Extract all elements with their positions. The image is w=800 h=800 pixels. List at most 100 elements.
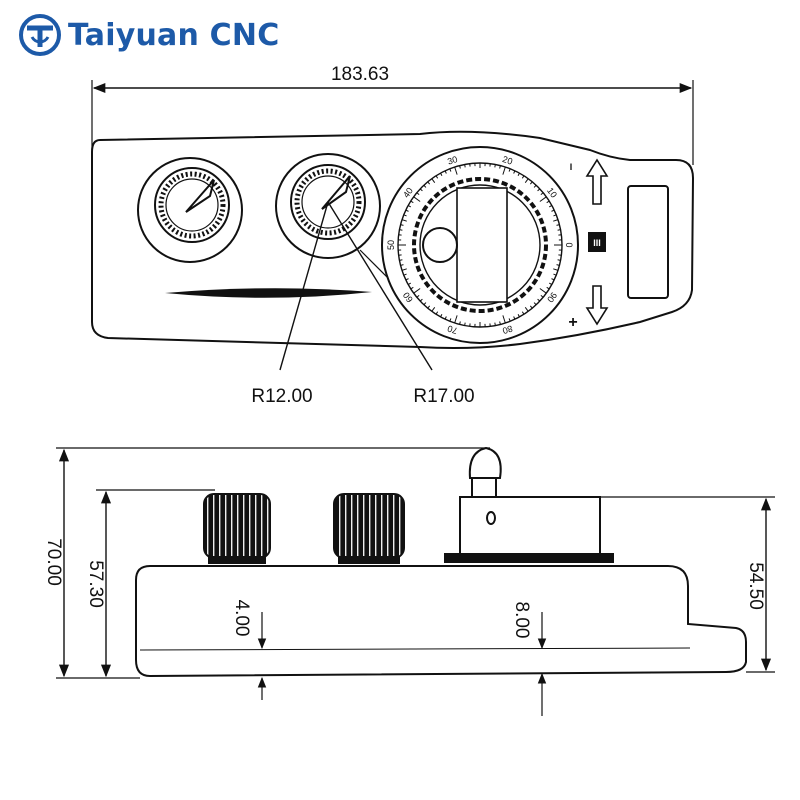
center-mark-block	[588, 232, 606, 252]
left-knob-top	[137, 157, 243, 263]
dial-tick	[435, 175, 439, 179]
dial-tick	[508, 168, 511, 172]
dial-tick	[400, 264, 404, 266]
dial-tick	[557, 229, 561, 231]
dial-tick	[551, 209, 555, 212]
dial-tick	[533, 184, 537, 188]
dial-tick	[449, 318, 452, 322]
dial-tick	[508, 318, 511, 322]
dial-tick	[413, 288, 421, 294]
arrow-down-icon	[585, 285, 609, 326]
dial-tick	[494, 164, 496, 168]
tc-logo-icon	[19, 14, 61, 56]
dial-tick	[416, 294, 420, 298]
body-height-label: 57.30	[85, 560, 106, 608]
body-seam	[139, 647, 691, 651]
dial-tick	[537, 298, 541, 302]
dial-tick	[401, 219, 407, 222]
right-knob-top	[275, 153, 381, 259]
dial-tick	[529, 181, 533, 185]
dial-tick	[405, 278, 409, 281]
dial-tick	[521, 175, 525, 179]
large-gap-label: 8.00	[511, 602, 532, 639]
mark-top: I	[570, 162, 573, 172]
dial-tick	[494, 322, 496, 326]
dial-tick	[557, 259, 561, 261]
left-knob-side	[203, 493, 271, 564]
dial-tick	[454, 166, 458, 175]
brand-header: Taiyuan CNC	[18, 12, 279, 58]
radius-small-leader	[279, 201, 329, 371]
dial-tick	[540, 294, 544, 298]
dial-tick	[540, 192, 544, 196]
dial-number: 40	[401, 186, 415, 200]
dial-tick	[524, 307, 529, 312]
dial-tick	[449, 168, 452, 172]
dial-tick	[556, 224, 560, 226]
dial-tick	[464, 322, 466, 326]
dial-tick	[499, 165, 501, 169]
dial-tick	[440, 313, 443, 318]
dial-tick	[524, 178, 529, 183]
radius-large-label: R17.00	[413, 386, 474, 407]
dial-tick	[502, 315, 506, 324]
dial-tick	[533, 302, 537, 306]
crank-handle-side	[468, 446, 502, 479]
dial-tick	[539, 288, 547, 294]
side-view: 70.00 57.30	[43, 446, 775, 716]
dial-tick	[546, 286, 550, 290]
knob-pointer-icon	[321, 175, 351, 210]
small-gap-label: 4.00	[231, 600, 252, 637]
dial-number: 80	[501, 323, 514, 336]
dial-tick	[419, 298, 423, 302]
dial-tick	[553, 268, 559, 271]
dial-tick	[435, 311, 439, 315]
dial-tick	[553, 219, 559, 222]
brand-name: Taiyuan CNC	[68, 17, 280, 53]
dial-tick	[419, 188, 423, 192]
dial-tick	[548, 282, 553, 285]
dial-tick	[427, 181, 431, 185]
overall-height-label: 70.00	[43, 538, 64, 586]
dial-tick	[416, 192, 420, 196]
dial-tick	[537, 188, 541, 192]
dial-tick	[553, 273, 557, 276]
dial-window	[456, 187, 508, 303]
dial-tick	[423, 302, 427, 306]
radius-small-label: R12.00	[251, 386, 312, 407]
dial-tick	[499, 321, 501, 325]
pendant-body-side	[135, 565, 747, 678]
dial-tick	[400, 224, 404, 226]
dial-tick	[502, 166, 506, 175]
dial-tick	[513, 170, 516, 174]
dial-tick	[464, 164, 466, 168]
dial-tick	[407, 282, 412, 285]
dial-number: 70	[446, 323, 459, 336]
dial-tick	[551, 278, 555, 281]
dial-number: 60	[401, 290, 415, 304]
dial-number: 90	[545, 290, 559, 304]
dial-tick	[459, 165, 461, 169]
mark-center: III	[593, 238, 601, 248]
dial-tick	[410, 200, 414, 204]
dial-tick	[399, 259, 403, 261]
dial-tick	[548, 205, 553, 208]
dial-tick	[405, 209, 409, 212]
dial-tick	[444, 316, 447, 320]
dial-tick	[399, 229, 403, 231]
mark-bottom: +	[568, 314, 577, 331]
radius-large-leader	[327, 201, 433, 371]
dial-tick	[529, 305, 533, 309]
dial-number: 30	[446, 154, 459, 167]
dial-tick	[401, 268, 407, 271]
dial-tick	[454, 315, 458, 324]
dial-tick	[413, 196, 421, 202]
dial-tick	[517, 313, 520, 318]
right-height-label: 54.50	[745, 562, 766, 610]
dial-tick	[431, 178, 436, 183]
knob-pointer-icon	[185, 179, 215, 213]
dial-number: 0	[564, 242, 574, 247]
